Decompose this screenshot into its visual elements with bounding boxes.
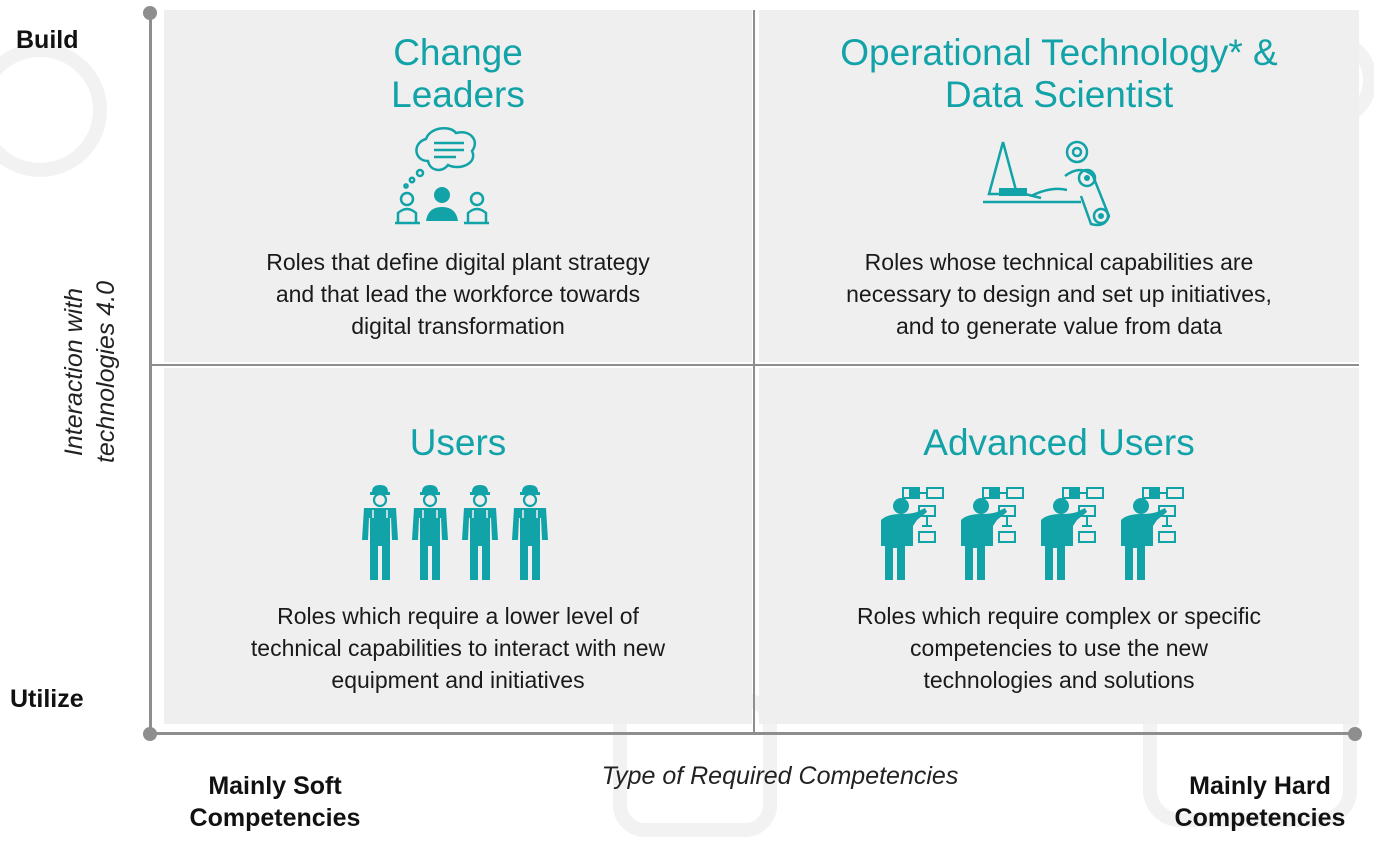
y-axis-top-label: Build: [16, 26, 79, 54]
y-axis-top-dot: [143, 6, 157, 20]
vertical-divider: [753, 10, 755, 732]
horizontal-divider: [150, 364, 1359, 366]
quadrant-description: Roles which require complex or specific …: [857, 603, 1261, 693]
y-axis-title: Interaction with technologies 4.0: [60, 280, 120, 464]
quadrant-description: Roles that define digital plant strategy…: [266, 249, 650, 339]
team-meeting-icon: [395, 126, 489, 225]
quadrant-description: Roles whose technical capabilities are n…: [846, 249, 1272, 339]
quadrant-description: Roles which require a lower level of tec…: [250, 603, 666, 693]
quadrant-title: Operational Technology* & Data Scientist: [840, 32, 1278, 115]
axis-origin-dot: [143, 727, 157, 741]
data-scientist-icon: [983, 140, 1111, 227]
quadrant-operational-technology-data-scientist: Operational Technology* & Data Scientist…: [759, 10, 1359, 362]
quadrant-title: Advanced Users: [923, 422, 1195, 463]
quadrant-change-leaders: Change Leaders Roles that define digital…: [164, 10, 752, 362]
quadrant-users: Users Roles which require a lower level …: [164, 368, 752, 724]
x-axis-right-label: Mainly Hard Competencies: [1174, 772, 1346, 832]
x-axis-title: Type of Required Competencies: [601, 762, 959, 790]
y-axis-line: [149, 12, 152, 734]
engineers-flowchart-icon: [880, 487, 1184, 581]
x-axis-end-dot: [1348, 727, 1362, 741]
quadrant-title: Change Leaders: [391, 32, 525, 115]
x-axis-left-label: Mainly Soft Competencies: [189, 772, 361, 832]
x-axis-line: [149, 732, 1355, 735]
quadrant-advanced-users: Advanced Users Roles: [759, 368, 1359, 724]
quadrant-title: Users: [409, 422, 507, 463]
workers-icon: [360, 484, 550, 582]
y-axis-bottom-label: Utilize: [10, 685, 84, 713]
